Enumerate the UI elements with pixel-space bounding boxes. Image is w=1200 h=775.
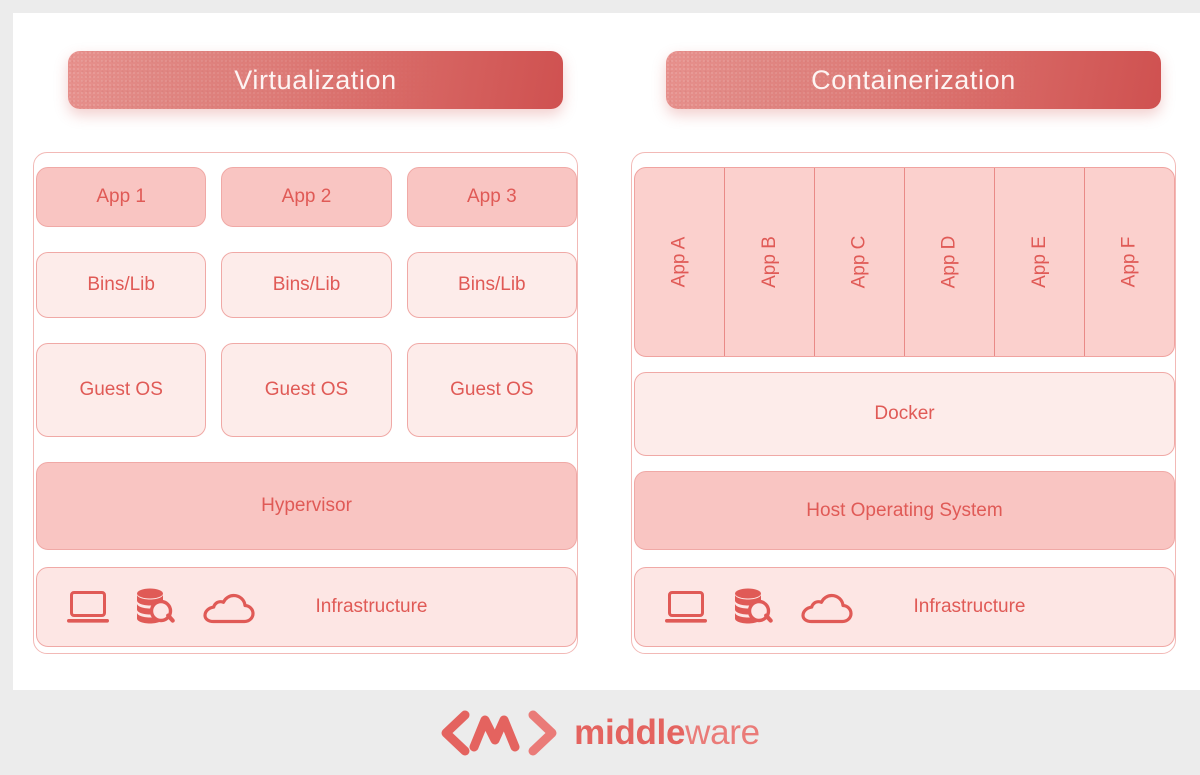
virtualization-title: Virtualization: [234, 64, 397, 95]
app-column-label: App A: [668, 236, 690, 288]
brand-name: middleware: [574, 713, 760, 753]
virtualization-title-pill: Virtualization: [68, 51, 563, 109]
footer: middleware: [0, 690, 1200, 775]
app-column-label: App F: [1118, 236, 1140, 288]
app-column-label: App C: [848, 235, 870, 289]
cloud-icon: [801, 593, 853, 624]
app-box[interactable]: App 3: [406, 167, 577, 227]
bins-lib-box[interactable]: Bins/Lib: [221, 252, 392, 318]
virtualization-bins-row: Bins/Lib Bins/Lib Bins/Lib: [34, 252, 579, 318]
app-column-label: App E: [1028, 236, 1050, 288]
app-column[interactable]: App A: [635, 168, 725, 356]
host-os-box[interactable]: Host Operating System: [634, 471, 1175, 550]
containerization-title: Containerization: [811, 64, 1016, 95]
database-search-icon: [137, 588, 175, 624]
containerization-apps-row: App A App B App C App D App E App F: [634, 167, 1175, 357]
app-column-label: App B: [758, 236, 780, 288]
cloud-icon: [203, 593, 255, 624]
app-column[interactable]: App E: [995, 168, 1085, 356]
guest-os-box[interactable]: Guest OS: [221, 343, 392, 437]
bins-lib-box[interactable]: Bins/Lib: [406, 252, 577, 318]
containerization-stack: App A App B App C App D App E App F Dock…: [631, 152, 1176, 654]
virtualization-stack: App 1 App 2 App 3 Bins/Lib Bins/Lib Bins…: [33, 152, 578, 654]
guest-os-box[interactable]: Guest OS: [406, 343, 577, 437]
infrastructure-box-right[interactable]: Infrastructure: [634, 567, 1175, 647]
app-column-label: App D: [938, 235, 960, 289]
guest-os-box[interactable]: Guest OS: [36, 343, 207, 437]
app-column[interactable]: App B: [725, 168, 815, 356]
brand-name-bold: middle: [574, 712, 686, 752]
virtualization-guestos-row: Guest OS Guest OS Guest OS: [34, 343, 579, 437]
app-column[interactable]: App D: [905, 168, 995, 356]
middleware-chevron-logo-icon: [441, 710, 557, 755]
infrastructure-box-left[interactable]: Infrastructure: [36, 567, 577, 647]
brand-name-light: ware: [685, 712, 760, 752]
laptop-icon: [67, 591, 109, 623]
virtualization-apps-row: App 1 App 2 App 3: [34, 167, 579, 227]
app-box[interactable]: App 2: [221, 167, 392, 227]
containerization-title-pill: Containerization: [666, 51, 1161, 109]
hypervisor-box[interactable]: Hypervisor: [36, 462, 577, 550]
laptop-icon: [665, 591, 707, 623]
app-box[interactable]: App 1: [36, 167, 207, 227]
bins-lib-box[interactable]: Bins/Lib: [36, 252, 207, 318]
database-search-icon: [735, 588, 773, 624]
app-column[interactable]: App C: [815, 168, 905, 356]
diagram-card: Virtualization App 1 App 2 App 3 Bins/Li…: [13, 13, 1200, 690]
app-column[interactable]: App F: [1085, 168, 1174, 356]
docker-box[interactable]: Docker: [634, 372, 1175, 456]
